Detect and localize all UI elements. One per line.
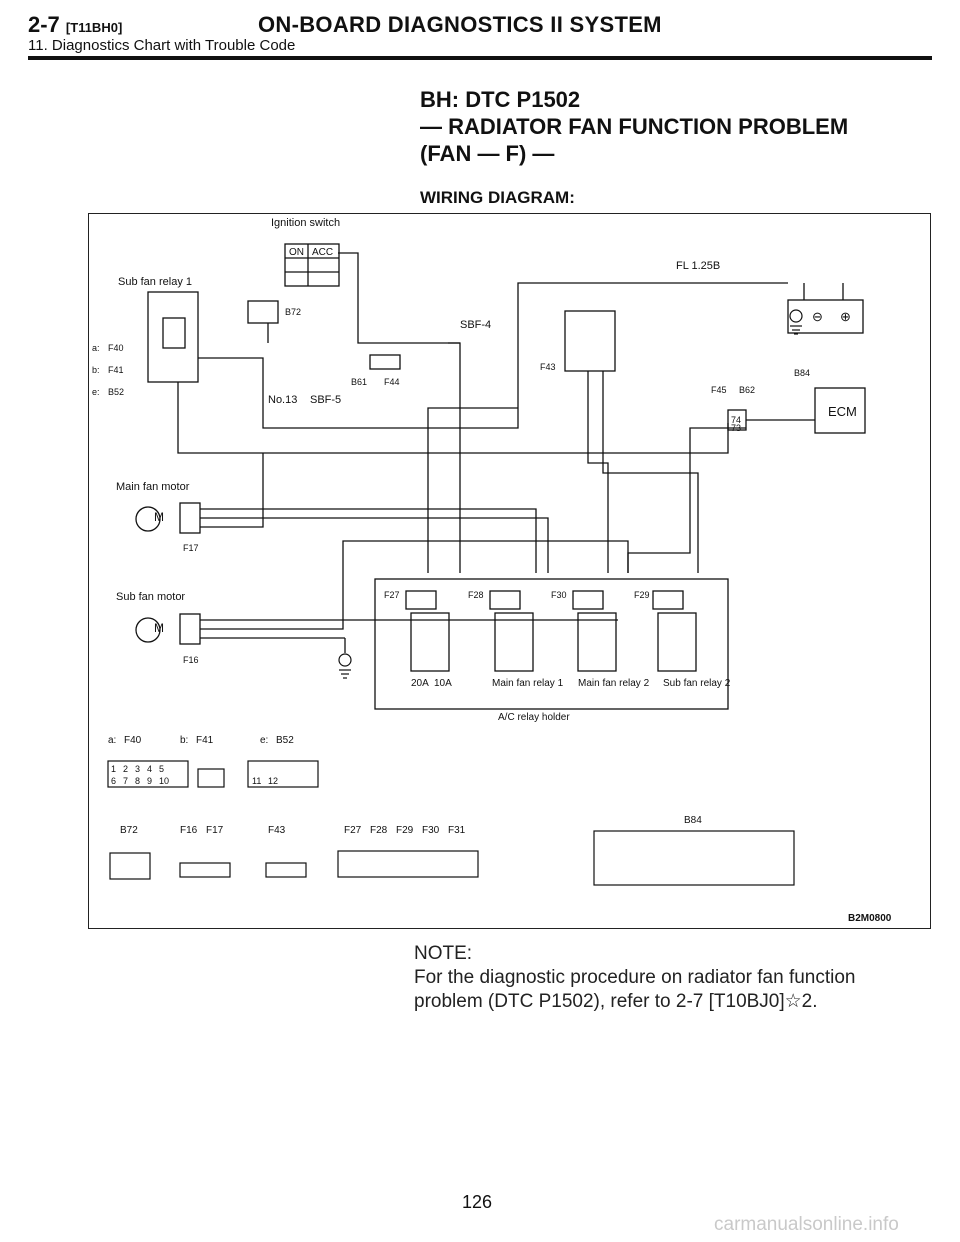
pin-12: 12 (268, 776, 278, 786)
label-ignition-switch: Ignition switch (271, 217, 340, 229)
pin-1: 1 (111, 764, 116, 774)
pin-9: 9 (147, 776, 152, 786)
dtc-heading: BH: DTC P1502 — RADIATOR FAN FUNCTION PR… (420, 86, 848, 167)
pin-7: 7 (123, 776, 128, 786)
pin-11: 11 (252, 776, 261, 786)
legend-f43: F43 (268, 825, 286, 836)
legend-b52: B52 (276, 735, 294, 746)
legend-f16: F16 (180, 825, 198, 836)
pin-5: 5 (159, 764, 164, 774)
connector-f41: F41 (108, 365, 124, 375)
label-sub-fan-relay-2: Sub fan relay 2 (663, 678, 731, 689)
label-main-fan-motor: Main fan motor (116, 481, 190, 493)
legend-f29: F29 (396, 825, 414, 836)
motor-icon: M (154, 510, 164, 524)
legend-b72: B72 (120, 825, 138, 836)
connector-tags: a: F40 b: F41 e: B52 B72 B61 F44 F43 F45… (92, 307, 810, 665)
label-ac-relay-holder: A/C relay holder (498, 712, 570, 723)
pin-2: 2 (123, 764, 128, 774)
connector-b72: B72 (285, 307, 301, 317)
connector-b61: B61 (351, 377, 367, 387)
label-e-prefix: e: (92, 387, 100, 397)
connector-f16: F16 (183, 655, 199, 665)
connector-b84: B84 (794, 368, 810, 378)
legend-b84: B84 (684, 815, 702, 826)
connector-f44: F44 (384, 377, 400, 387)
label-fuse-10a: 10A (434, 678, 452, 689)
header-rule (28, 56, 932, 60)
legend-f30: F30 (422, 825, 440, 836)
legend-f31: F31 (448, 825, 466, 836)
legend-f27: F27 (344, 825, 362, 836)
pin-3: 3 (135, 764, 140, 774)
label-main-fan-relay-2: Main fan relay 2 (578, 678, 650, 689)
connector-f17: F17 (183, 543, 199, 553)
pin-8: 8 (135, 776, 140, 786)
connector-f40: F40 (108, 343, 124, 353)
connector-f27: F27 (384, 590, 400, 600)
dtc-line-3: (FAN — F) — (420, 141, 555, 166)
page-number: 126 (462, 1192, 493, 1212)
label-sub-fan-motor: Sub fan motor (116, 591, 185, 603)
dtc-line-2: — RADIATOR FAN FUNCTION PROBLEM (420, 114, 849, 139)
ground-icon (789, 309, 803, 335)
label-a-prefix: a: (92, 343, 100, 353)
label-sbf5: SBF-5 (310, 394, 341, 406)
label-sub-fan-relay-1: Sub fan relay 1 (118, 276, 192, 288)
label-ign-acc: ACC (312, 247, 333, 258)
connector-legend: a: F40 b: F41 e: B52 B72 F16 F17 F43 F27… (108, 735, 702, 836)
legend-f28: F28 (370, 825, 388, 836)
label-fl-fuse: FL 1.25B (676, 260, 720, 272)
connector-f30: F30 (551, 590, 567, 600)
dtc-line-1: BH: DTC P1502 (420, 87, 581, 112)
section-code: [T11BH0] (65, 20, 123, 35)
legend-f41: F41 (196, 735, 214, 746)
label-figure-code: B2M0800 (848, 913, 892, 924)
pin-10: 10 (159, 776, 169, 786)
battery-minus-icon: ⊖ (812, 309, 823, 324)
label-b-prefix: b: (92, 365, 100, 375)
label-fuse-20a: 20A (411, 678, 429, 689)
watermark: carmanualsonline.info (714, 1214, 899, 1235)
label-ign-on: ON (289, 247, 304, 258)
legend-f40: F40 (124, 735, 142, 746)
note-label: NOTE: (414, 943, 473, 964)
pin-4: 4 (147, 764, 152, 774)
label-no13: No.13 (268, 394, 297, 406)
wiring-diagram: ⊖ ⊕ M M Ignition switch ON ACC Sub fan r… (92, 217, 892, 924)
battery-plus-icon: ⊕ (840, 309, 851, 324)
connector-b62: B62 (739, 385, 755, 395)
label-ecm: ECM (828, 404, 857, 419)
pin-74: 74 (731, 415, 741, 425)
connector-f45: F45 (711, 385, 727, 395)
connector-f29: F29 (634, 590, 650, 600)
diagram-frame (88, 213, 931, 929)
connector-b52: B52 (108, 387, 124, 397)
motor-icon: M (154, 621, 164, 635)
page-subtitle: 11. Diagnostics Chart with Trouble Code (28, 37, 296, 54)
legend-pins: 1 2 3 4 5 6 7 8 9 10 11 12 (111, 764, 278, 786)
note-text: For the diagnostic procedure on radiator… (414, 967, 856, 1012)
pin-73: 73 (731, 423, 741, 433)
connector-f43: F43 (540, 362, 556, 372)
legend-b-prefix: b: (180, 735, 188, 746)
label-main-fan-relay-1: Main fan relay 1 (492, 678, 564, 689)
ground-icon (338, 653, 352, 679)
section-number: 2-7 [T11BH0] (28, 12, 123, 37)
label-sbf4: SBF-4 (460, 319, 491, 331)
legend-e-prefix: e: (260, 735, 268, 746)
pin-6: 6 (111, 776, 116, 786)
legend-f17: F17 (206, 825, 224, 836)
note-block: NOTE: For the diagnostic procedure on ra… (414, 942, 904, 1014)
legend-a-prefix: a: (108, 735, 116, 746)
page-title: ON-BOARD DIAGNOSTICS II SYSTEM (258, 12, 662, 37)
connector-f28: F28 (468, 590, 484, 600)
wiring-diagram-heading: WIRING DIAGRAM: (420, 188, 575, 207)
